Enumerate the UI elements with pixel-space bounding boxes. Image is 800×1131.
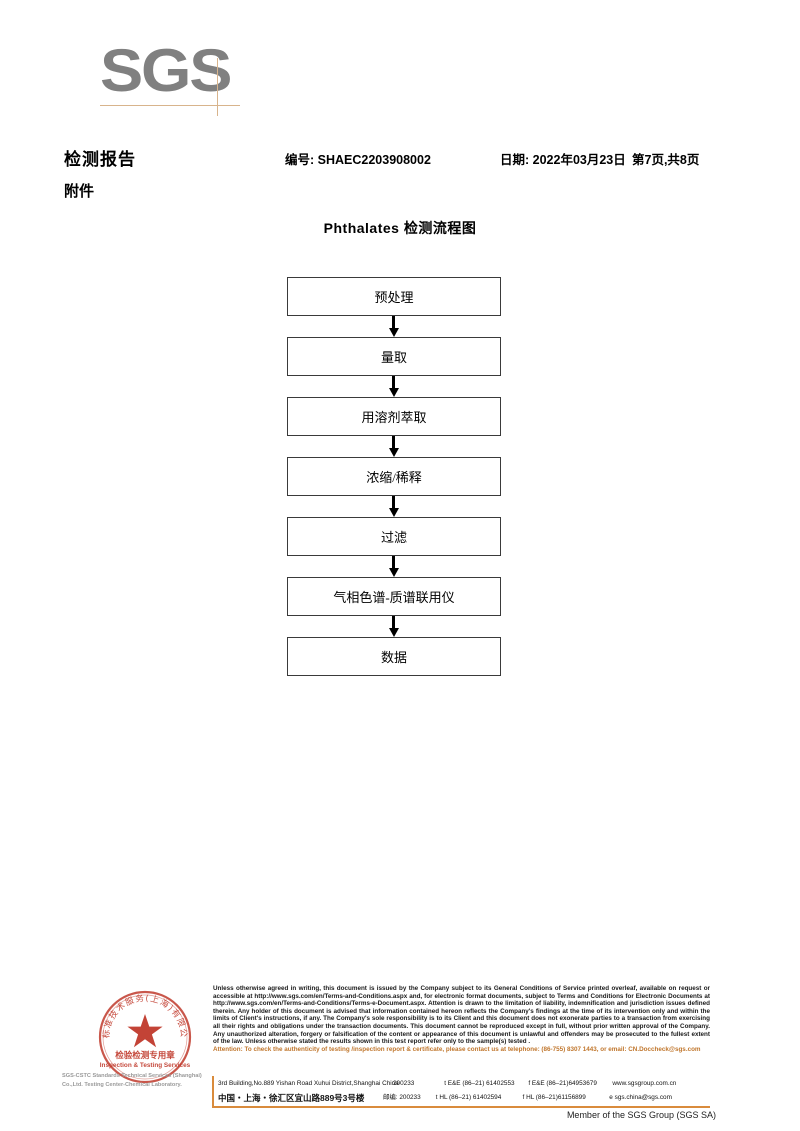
- report-number: 编号: SHAEC2203908002: [285, 153, 431, 167]
- address-cn: 中国・上海・徐汇区宜山路889号3号楼: [218, 1093, 365, 1103]
- tel-ee: t E&E (86–21) 61402553: [444, 1080, 515, 1087]
- flowchart-step: 浓缩/稀释: [287, 457, 501, 496]
- page-title: 检测报告: [64, 150, 136, 169]
- legal-disclaimer: Unless otherwise agreed in writing, this…: [213, 985, 710, 1053]
- attention-notice: Attention: To check the authenticity of …: [213, 1045, 701, 1053]
- flow-arrow-icon: [287, 436, 501, 457]
- member-line: Member of the SGS Group (SGS SA): [566, 1110, 716, 1120]
- flow-arrow-icon: [287, 316, 501, 337]
- report-date: 日期: 2022年03月23日: [500, 153, 626, 167]
- zip-cn: 邮编: 200233: [383, 1094, 421, 1101]
- flowchart-step: 气相色谱-质谱联用仪: [287, 577, 501, 616]
- sgs-logo: SGS: [100, 38, 260, 118]
- inspection-seal-stamp: 标标准技术服务(上海)有限公司 检验检测专用章 Inspection & Tes…: [96, 988, 194, 1086]
- fax-ee: f E&E (86–21)64953679: [528, 1080, 597, 1087]
- sgs-logo-text: SGS: [100, 37, 233, 104]
- email: e sgs.china@sgs.com: [609, 1094, 672, 1101]
- address-row-en: 3rd Building,No.889 Yishan Road Xuhui Di…: [218, 1077, 713, 1091]
- address-en: 3rd Building,No.889 Yishan Road Xuhui Di…: [218, 1080, 399, 1087]
- website: www.sgsgroup.com.cn: [612, 1080, 677, 1087]
- flowchart-title: Phthalates 检测流程图: [323, 220, 477, 236]
- address-row-cn: 中国・上海・徐汇区宜山路889号3号楼 邮编: 200233 t HL (86–…: [218, 1091, 713, 1105]
- address-block: 3rd Building,No.889 Yishan Road Xuhui Di…: [218, 1077, 713, 1105]
- sgs-logo-horizontal-rule: [100, 105, 240, 106]
- page-indicator: 第7页,共8页: [632, 153, 700, 167]
- svg-text:Inspection & Testing Services: Inspection & Testing Services: [100, 1062, 191, 1069]
- zip-en: 200233: [393, 1080, 415, 1087]
- tel-hl: t HL (86–21) 61402594: [435, 1094, 502, 1101]
- svg-text:检验检测专用章: 检验检测专用章: [115, 1050, 175, 1061]
- flowchart-step: 预处理: [287, 277, 501, 316]
- flowchart-step: 数据: [287, 637, 501, 676]
- address-divider-vertical: [212, 1076, 214, 1108]
- attachment-label: 附件: [64, 183, 95, 200]
- legal-body: Unless otherwise agreed in writing, this…: [213, 985, 710, 1046]
- fax-hl: f HL (86–21)61156899: [522, 1094, 586, 1101]
- flow-arrow-icon: [287, 376, 501, 397]
- company-watermark-text: SGS-CSTC Standards Technical Services (S…: [62, 1073, 202, 1088]
- flowchart-step: 用溶剂萃取: [287, 397, 501, 436]
- flow-arrow-icon: [287, 616, 501, 637]
- flowchart-step: 量取: [287, 337, 501, 376]
- address-divider-horizontal: [213, 1106, 710, 1108]
- sgs-logo-vertical-rule: [217, 58, 218, 116]
- flow-arrow-icon: [287, 556, 501, 577]
- flowchart-step: 过滤: [287, 517, 501, 556]
- flow-arrow-icon: [287, 496, 501, 517]
- flowchart: 预处理 量取 用溶剂萃取 浓缩/稀释 过滤 气相色谱-质谱联用仪 数据: [287, 277, 503, 676]
